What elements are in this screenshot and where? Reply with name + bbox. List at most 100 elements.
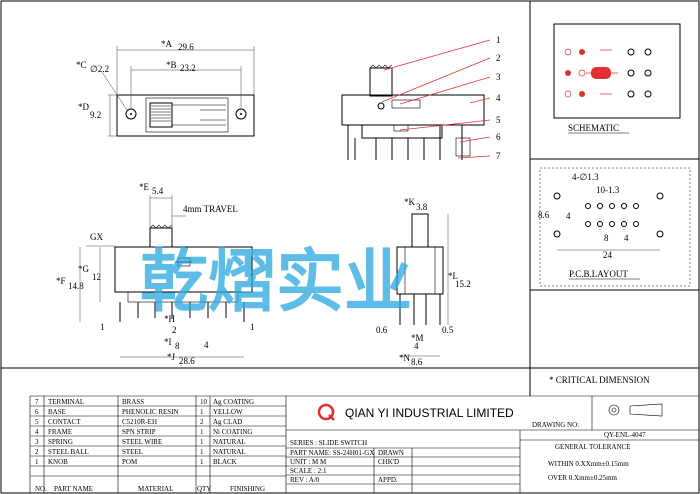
drawing-no: QY-ENL-4047 <box>604 431 646 439</box>
bom-qty-cell: 1 <box>200 448 204 456</box>
dim-a-value: 29.6 <box>178 42 194 52</box>
tolerance-over: OVER 0.Xmm±0.25mm <box>548 474 618 482</box>
bom-finishing-cell: NATURAL <box>213 448 246 456</box>
bom-header-material: MATERIAL <box>138 485 173 493</box>
pcb-dim-24: 24 <box>603 250 613 260</box>
pcb-label: P.C.B.LAYOUT <box>569 269 628 279</box>
pcb-dim-86: 8.6 <box>538 210 550 220</box>
callout-7: 7 <box>496 151 501 161</box>
dim-4: 4 <box>204 340 209 350</box>
dim-e-value: 5.4 <box>152 186 164 196</box>
callout-6: 6 <box>496 132 501 142</box>
bom-qty-cell: 1 <box>200 408 204 416</box>
dim-k-label: *K <box>404 197 416 207</box>
bom-material-cell: POM <box>122 458 138 466</box>
top-view-frame <box>116 94 255 137</box>
bom-no-cell: 4 <box>35 428 39 436</box>
chkd-label: CHK'D <box>378 458 399 466</box>
schematic-frame <box>553 23 681 119</box>
dim-d-value: 9.2 <box>90 110 101 120</box>
bom-material-cell: STEEL <box>122 448 143 456</box>
bom-finishing-cell: Ag CLAD <box>213 418 242 426</box>
bom-qty-cell: 1 <box>200 458 204 466</box>
dim-2: 2 <box>172 325 177 335</box>
dim-05: 0.5 <box>442 325 454 335</box>
bom-part-cell: FRAME <box>48 428 72 436</box>
slide-window <box>145 97 229 133</box>
terminal-tab <box>455 137 471 157</box>
dim-1-right: 1 <box>250 322 255 332</box>
drawing-no-label: DRAWING NO: <box>532 421 579 429</box>
knob-side <box>369 67 393 97</box>
schematic-label: SCHEMATIC <box>568 123 619 133</box>
series: SERIES : SLIDE SWITCH <box>290 439 367 447</box>
bom-finishing-cell: BLACK <box>213 458 237 466</box>
contact-bar <box>591 67 611 79</box>
bom-finishing-cell: NATURAL <box>213 438 246 446</box>
travel-note: 4mm TRAVEL <box>183 204 238 214</box>
bom-no-cell: 3 <box>35 438 39 446</box>
bom-finishing-cell: Ni COATING <box>213 428 252 436</box>
bom-part-cell: STEEL BALL <box>48 448 89 456</box>
front-knob <box>149 227 173 248</box>
bom-part-cell: TERMINAL <box>48 398 84 406</box>
pcb-hole-spec: 4-∅1.3 <box>572 172 599 182</box>
dim-j-value: 28.6 <box>179 356 195 366</box>
dim-m-value: 4 <box>414 341 419 351</box>
bom-part-cell: BASE <box>48 408 66 416</box>
dim-f-value: 14.8 <box>68 281 84 291</box>
bom-header-no: NO. <box>35 485 47 493</box>
part-name: PART NAME: SS-24H01-GX <box>290 449 374 457</box>
top-view: *A 29.6 *B 23.2 *C ∅2.2 *D 9.2 <box>76 39 255 137</box>
dim-i-label: *I <box>164 337 172 347</box>
dim-m-label: *M <box>411 333 424 343</box>
knob-top <box>149 102 173 128</box>
bom-finishing-cell: YELLOW <box>213 408 243 416</box>
pcb-dim-4b: 4 <box>624 233 629 243</box>
bom-qty-cell: 1 <box>200 428 204 436</box>
dim-a-label: *A <box>161 39 173 49</box>
dim-g-value: 12 <box>92 272 101 282</box>
callout-3: 3 <box>496 72 501 82</box>
scale: SCALE : 2:1 <box>290 467 327 475</box>
dim-e-label: *E <box>139 182 150 192</box>
side-view: *K 3.8 *L 15.2 0.6 0.5 *M 4 *N 8.6 <box>376 197 471 367</box>
dim-i-value: 8 <box>175 341 180 351</box>
bom-qty-cell: 2 <box>200 418 204 426</box>
front-view: *E 5.4 4mm TRAVEL GX *G 12 *F 14.8 1 2 *… <box>56 182 255 366</box>
schematic: SCHEMATIC <box>553 23 681 134</box>
company-logo <box>317 403 335 421</box>
bom-no-cell: 7 <box>35 398 39 406</box>
bom-material-cell: STEEL WIRE <box>122 438 162 446</box>
drawn-label: DRAWN <box>378 449 404 457</box>
company-name: QIAN YI INDUSTRIAL LIMITED <box>345 406 514 420</box>
dim-d-label: *D <box>78 102 90 112</box>
frame-body <box>341 94 485 126</box>
bom-no-cell: 5 <box>35 418 39 426</box>
gx-label: GX <box>90 232 103 242</box>
watermark: 乾熠实业 <box>140 243 412 322</box>
appd-label: APPD. <box>378 476 398 484</box>
projection-symbol <box>629 403 663 417</box>
side-knob <box>411 213 429 248</box>
pcb-dim-8: 8 <box>604 233 609 243</box>
dim-j-label: *J <box>167 352 176 362</box>
pcb-pitch: 10-1.3 <box>596 185 620 195</box>
dim-c-label: *C <box>76 60 87 70</box>
pcb-dim-4a: 4 <box>566 211 571 221</box>
dim-h-label: *H <box>164 314 176 324</box>
tolerance-within: WITHIN 0.XXmm±0.15mm <box>548 460 629 468</box>
bom-qty-cell: 1 <box>200 438 204 446</box>
callout-4: 4 <box>496 93 501 103</box>
callout-1: 1 <box>496 35 501 45</box>
bom-part-cell: SPRING <box>48 438 73 446</box>
unit: UNIT : M M <box>290 458 327 466</box>
bom-part-cell: KNOB <box>48 458 68 466</box>
dim-b-value: 23.2 <box>180 63 196 73</box>
critical-dimension-note: * CRITICAL DIMENSION <box>549 375 650 385</box>
dim-1-left: 1 <box>100 322 105 332</box>
dim-k-value: 3.8 <box>416 202 428 212</box>
bom-material-cell: PHENOLIC RESIN <box>122 408 179 416</box>
